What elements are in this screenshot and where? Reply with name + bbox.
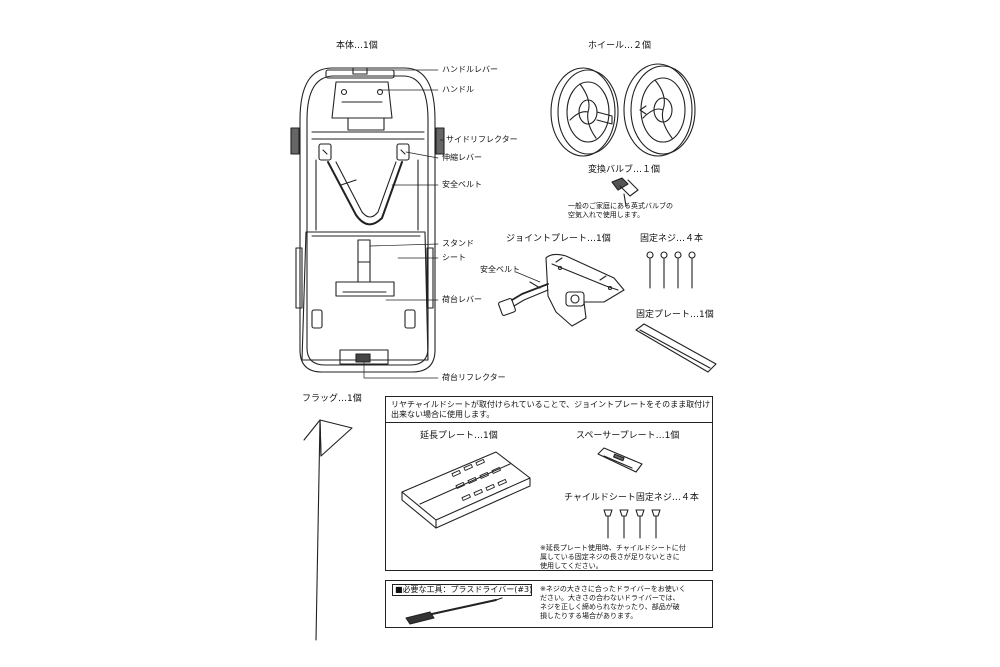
fix-plate-drawing [635,323,717,373]
tools-box-title-frame [392,584,532,596]
trailer-body-drawing [290,67,445,373]
rear-seat-box [385,396,713,571]
valve-drawing [611,177,639,207]
tools-box [385,580,713,628]
rear-seat-note-line1: ※延長プレート使用時、チャイルドシートに付 [540,544,686,552]
fix-screws-drawing [646,251,696,289]
valve-note-line2: 空気入れで使用します。 [568,211,645,219]
valve-title: 変換バルブ…１個 [588,165,661,175]
valve-note-line1: 一般のご家庭にある英式バルブの [568,202,673,210]
rear-seat-note-line2: 属している固定ネジの長さが足りないときに [540,553,680,561]
label-seat: シート [442,253,466,262]
tools-note-line1: ※ネジの大きさに合ったドライバーをお使いく [540,585,686,593]
ext-plate-title: 延長プレート…1個 [420,431,498,441]
tools-title: ■必要な工具：プラスドライバー(#3) [395,585,533,594]
flag-drawing [303,419,353,641]
spacer-plate-drawing [597,447,643,473]
joint-plate-title: ジョイントプレート…1個 [506,234,611,244]
rear-seat-header-line1: リヤチャイルドシートが取付けられていることで、ジョイントプレートをそのまま取付け [391,400,711,409]
fix-screws-title: 固定ネジ…４本 [640,234,704,244]
label-safety-belt: 安全ベルト [442,180,482,189]
flag-title: フラッグ…1個 [302,394,362,404]
wheel-left-drawing [550,67,619,157]
extension-plate-drawing [401,451,531,529]
label-handle: ハンドル [442,85,474,94]
label-carrier-lever: 荷台レバー [442,295,482,304]
rear-seat-note-line3: 使用してください。 [540,562,603,570]
label-telescopic-lever: 伸縮レバー [442,153,482,162]
label-stand: スタンド [442,239,474,248]
joint-plate-belt-label: 安全ベルト [480,265,520,274]
label-side-reflector: サイドリフレクター [446,135,518,144]
child-seat-screws-drawing [603,509,661,539]
rear-seat-header-line2: 出来ない場合に使用します。 [391,410,495,419]
screwdriver-drawing [405,597,503,625]
label-handle-lever: ハンドルレバー [442,65,498,74]
child-screws-title: チャイルドシート固定ネジ…４本 [564,493,699,503]
main-body-leaders [363,69,445,379]
fix-plate-title: 固定プレート…1個 [636,310,714,320]
wheel-right-drawing [623,63,696,157]
tools-note-line2: ださい。大きさの合わないドライバーでは、 [540,594,680,602]
label-carrier-reflector: 荷台リフレクター [442,373,506,382]
wheels-title: ホイール…２個 [588,41,652,51]
rear-seat-box-header-divider [385,422,713,423]
tools-note-line4: 損したりする場合があります。 [540,612,638,620]
spacer-plate-title: スペーサープレート…1個 [576,431,680,441]
tools-note-line3: ネジを正しく締められなかったり、部品が破 [540,603,680,611]
main-body-title: 本体…1個 [336,41,378,51]
joint-plate-drawing [498,253,625,327]
